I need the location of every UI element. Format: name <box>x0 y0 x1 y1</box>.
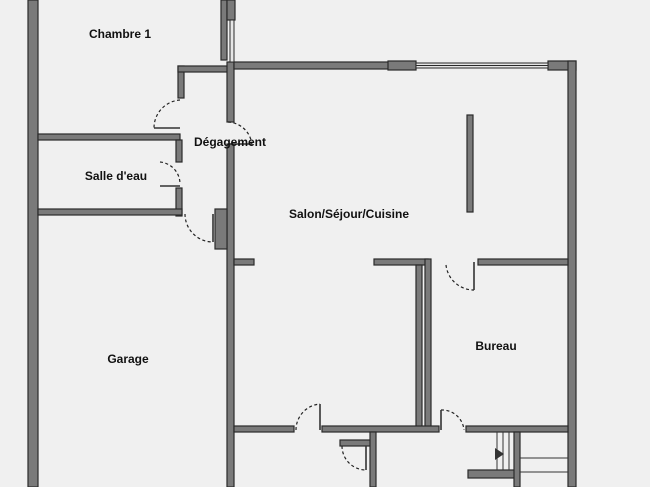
label-chambre-1: Chambre 1 <box>89 27 151 41</box>
windows <box>229 19 549 69</box>
kitchen-island <box>466 114 474 213</box>
wall-salle-right-lower <box>175 187 183 217</box>
wall-salon-bottom-stub <box>233 258 255 266</box>
wall-stair-right <box>513 431 521 487</box>
wall-bureau-left <box>424 258 432 431</box>
door-swing-icon <box>341 445 367 471</box>
door-swing-icon <box>227 121 253 147</box>
stairs <box>495 432 568 473</box>
wall-salon-bottom-mid <box>373 258 429 266</box>
label-degagement: Dégagement <box>194 135 266 149</box>
wall-lower-vert <box>369 431 377 487</box>
door-swing-icon <box>440 409 465 431</box>
label-salle-eau: Salle d'eau <box>85 169 147 183</box>
stair-arrow-icon <box>495 448 504 460</box>
wall-salon-top-pier <box>387 60 417 71</box>
wall-garage-stub <box>214 208 228 250</box>
wall-salle-right-upper <box>175 139 183 163</box>
door-swing-icon <box>159 161 181 185</box>
wall-left-outer <box>27 0 39 487</box>
wall-lower-stub <box>339 439 373 447</box>
label-salon-sejour-cuisine: Salon/Séjour/Cuisine <box>289 207 409 221</box>
door-swing-icon <box>295 403 321 431</box>
wall-bottom-left <box>233 425 295 433</box>
wall-chambre-bottom <box>37 133 181 141</box>
wall-bureau-top <box>477 258 569 266</box>
label-garage: Garage <box>107 352 149 366</box>
wall-bottom-right <box>465 425 569 433</box>
wall-bottom-mid <box>321 425 440 433</box>
door-swing-icon <box>184 213 214 243</box>
wall-lower-right <box>467 469 519 479</box>
label-bureau: Bureau <box>475 339 516 353</box>
wall-salle-bottom <box>37 208 183 216</box>
wall-chambre-right <box>220 0 228 61</box>
wall-salon-top-left <box>233 61 395 70</box>
wall-main-vert-lower <box>226 143 235 487</box>
walls <box>27 0 577 487</box>
wall-main-vert-upper <box>226 61 235 123</box>
wall-post-top <box>226 0 236 21</box>
room-labels: Chambre 1 Dégagement Salle d'eau Salon/S… <box>85 27 517 366</box>
wall-inner-vert-1 <box>415 264 423 431</box>
wall-deg-top <box>177 65 231 73</box>
wall-right-outer <box>567 60 577 487</box>
doors <box>153 99 475 471</box>
window-deg-top <box>229 19 235 63</box>
